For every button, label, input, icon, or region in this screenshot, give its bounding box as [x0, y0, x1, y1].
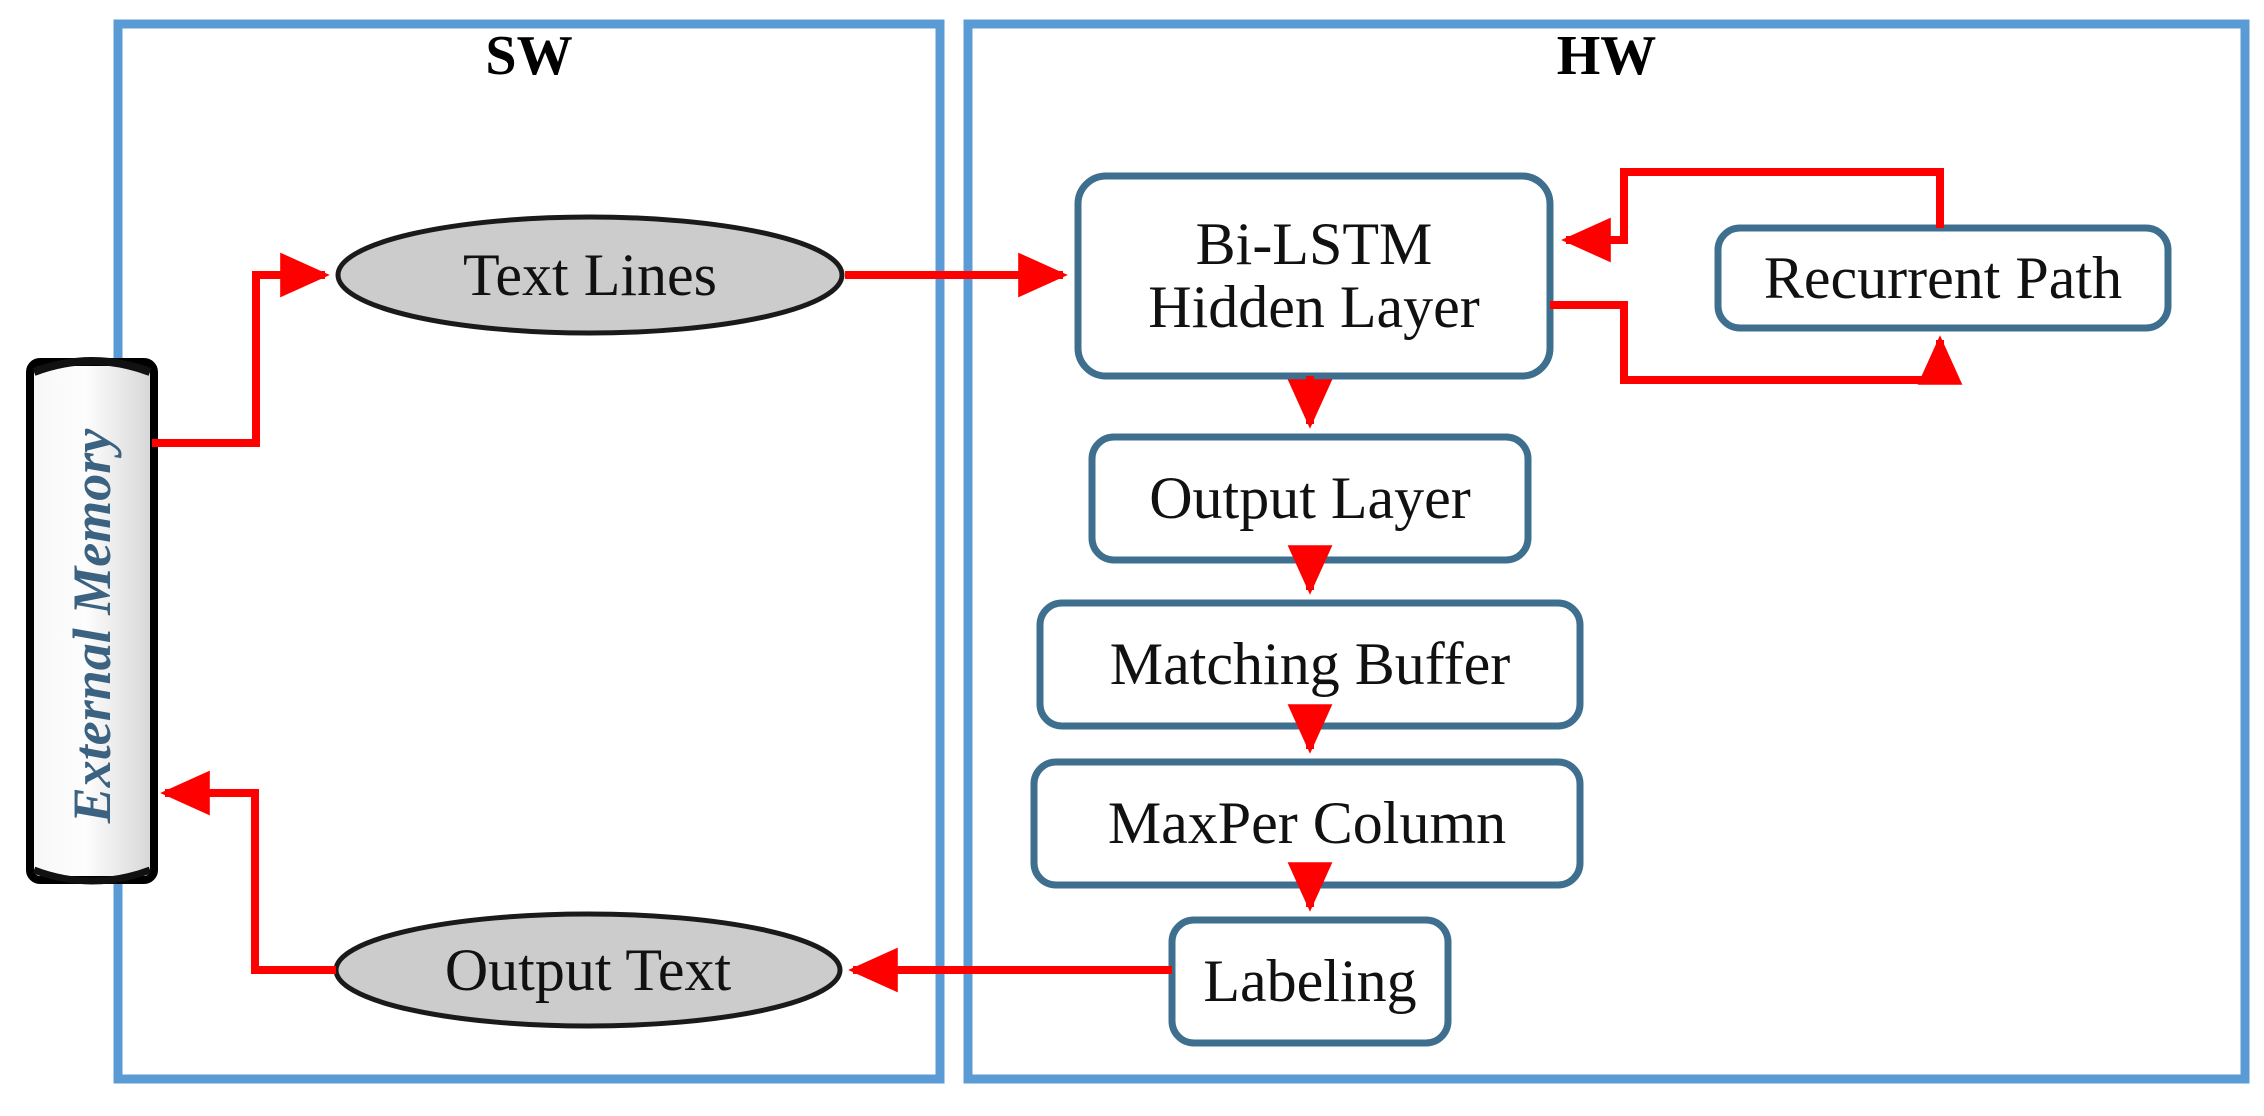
node-output-layer-shape — [1088, 433, 1532, 564]
node-bi-lstm-hidden-layer-shape — [1074, 172, 1554, 380]
external-memory-cylinder — [26, 357, 158, 885]
panel-title-hw: HW — [1556, 25, 1657, 87]
node-recurrent-path-shape — [1714, 224, 2172, 332]
node-matching-buffer-shape — [1036, 599, 1584, 730]
edge-output-text-to-memory — [160, 770, 336, 974]
edge-memory-to-text-lines — [152, 252, 330, 447]
node-text-lines-shape — [335, 214, 845, 336]
panel-title-sw: SW — [485, 25, 573, 87]
node-maxper-column-shape — [1030, 758, 1584, 889]
external-memory-label: External Memory — [62, 428, 122, 824]
edge-bilstm-to-recurrent-path — [1550, 301, 1963, 385]
node-labeling-shape — [1168, 916, 1452, 1047]
edge-recurrent-path-to-bilstm — [1561, 168, 1944, 263]
node-output-text-shape — [333, 911, 843, 1029]
